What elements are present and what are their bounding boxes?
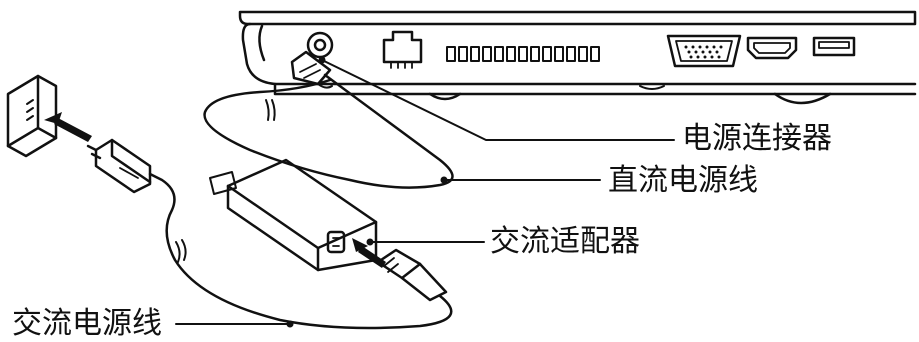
vent-slots — [446, 46, 600, 62]
ac-plug-icon — [86, 138, 152, 194]
arrow-icon — [44, 112, 386, 268]
ac-connector-icon — [376, 248, 448, 302]
laptop-side-icon — [238, 10, 917, 105]
wall-outlet-icon — [6, 74, 58, 158]
dc-plug-icon — [290, 50, 333, 89]
label-dc-connector: 电源连接器 — [682, 121, 832, 156]
ac-cord — [148, 172, 453, 330]
callout-lines — [175, 59, 675, 325]
label-ac-adapter: 交流适配器 — [490, 224, 640, 259]
label-ac-cord: 交流电源线 — [12, 306, 162, 341]
callout-dots — [286, 56, 448, 328]
dc-cord — [203, 73, 454, 189]
label-dc-cord: 直流电源线 — [608, 163, 758, 198]
ac-adapter-icon — [209, 158, 378, 272]
